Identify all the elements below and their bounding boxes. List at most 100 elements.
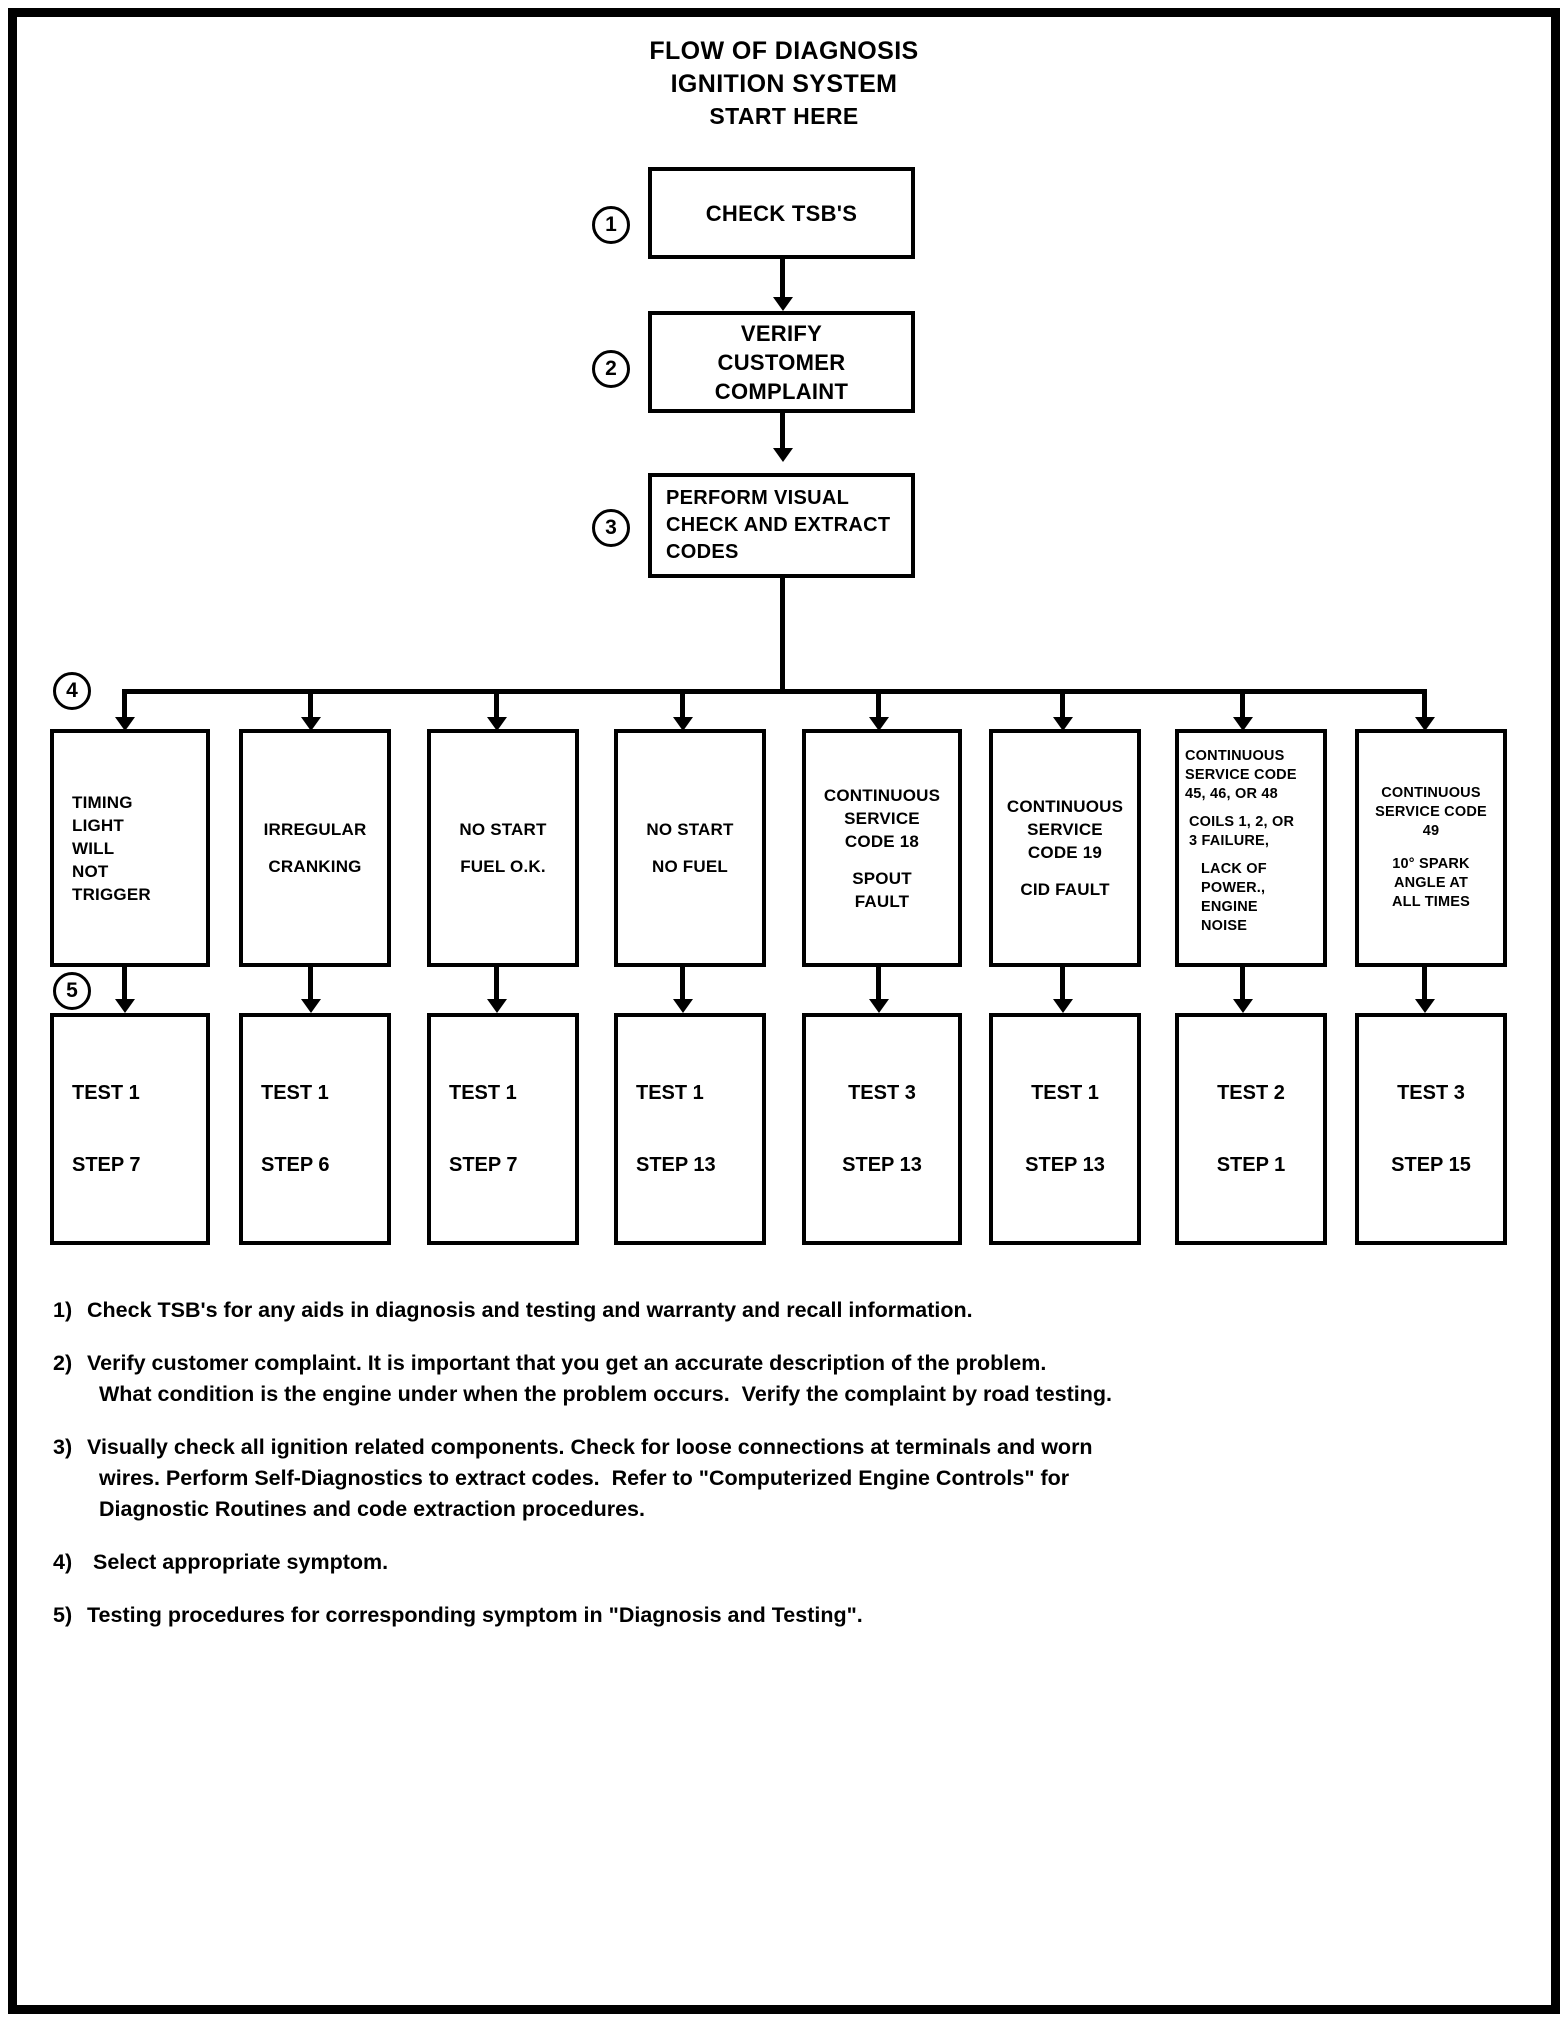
test-5-name: TEST 3 (848, 1082, 916, 1104)
test-stem-1 (122, 967, 127, 1005)
test-6-step: STEP 13 (1025, 1154, 1105, 1176)
symptom-7-line-8: ENGINE (1201, 899, 1258, 915)
symptom-1-line-2: LIGHT (72, 815, 124, 835)
symptom-box-4: NO START NO FUEL (614, 729, 766, 967)
symptom-6-line-4: CID FAULT (1020, 880, 1110, 899)
test-arrow-6 (1053, 999, 1073, 1013)
test-stem-5 (876, 967, 881, 1005)
footnote-2: 2) Verify customer complaint. It is impo… (53, 1348, 1473, 1410)
step-marker-1: 1 (592, 206, 630, 244)
test-stem-6 (1060, 967, 1065, 1005)
symptom-6-line-2: SERVICE (1027, 820, 1103, 839)
page-border: FLOW OF DIAGNOSIS IGNITION SYSTEM START … (8, 8, 1560, 2014)
branch-arrow-4 (673, 717, 693, 731)
flow-box-check-tsbs: CHECK TSB'S (648, 167, 915, 259)
arrow-2-3 (773, 448, 793, 462)
symptom-box-7: CONTINUOUS SERVICE CODE 45, 46, OR 48 CO… (1175, 729, 1327, 967)
branch-stem-3 (494, 689, 499, 723)
symptom-4-line-1: NO START (646, 820, 734, 839)
test-box-7: TEST 2 STEP 1 (1175, 1013, 1327, 1245)
branch-stem-4 (680, 689, 685, 723)
symptom-box-2: IRREGULAR CRANKING (239, 729, 391, 967)
test-8-name: TEST 3 (1397, 1082, 1465, 1104)
test-stem-2 (308, 967, 313, 1005)
test-7-step: STEP 1 (1216, 1154, 1286, 1176)
connector-1-2 (780, 259, 785, 306)
test-3-name: TEST 1 (449, 1082, 517, 1104)
flow-box-verify-complaint: VERIFY CUSTOMER COMPLAINT (648, 311, 915, 413)
branch-stem-5 (876, 689, 881, 723)
symptom-2-line-1: IRREGULAR (263, 820, 367, 839)
footnote-4-number: 4) (53, 1550, 73, 1574)
symptom-5-line-4: SPOUT (852, 868, 912, 888)
footnote-3: 3) Visually check all ignition related c… (53, 1432, 1473, 1525)
test-box-5: TEST 3 STEP 13 (802, 1013, 962, 1245)
symptom-1-line-1: TIMING (72, 792, 133, 812)
diagram-sheet: FLOW OF DIAGNOSIS IGNITION SYSTEM START … (17, 17, 1551, 2005)
test-arrow-5 (869, 999, 889, 1013)
branch-arrow-2 (301, 717, 321, 731)
footnote-4-line-1: Select appropriate symptom. (87, 1550, 389, 1574)
symptom-6-line-3: CODE 19 (1027, 843, 1103, 862)
flow-box-2-line-1: VERIFY (740, 320, 823, 346)
flow-box-1-text: CHECK TSB'S (705, 200, 858, 226)
symptom-7-line-1: CONTINUOUS (1185, 748, 1285, 764)
symptom-5-line-1: CONTINUOUS (823, 785, 941, 805)
test-box-2: TEST 1 STEP 6 (239, 1013, 391, 1245)
flow-box-2-line-2: CUSTOMER (717, 349, 846, 375)
symptom-8-line-6: ALL TIMES (1391, 894, 1471, 910)
branch-stem-6 (1060, 689, 1065, 723)
test-box-3: TEST 1 STEP 7 (427, 1013, 579, 1245)
symptom-5-line-3: CODE 18 (844, 831, 920, 851)
branch-stem-1 (122, 689, 127, 723)
footnote-3-line-1: Visually check all ignition related comp… (87, 1435, 1093, 1459)
test-8-step: STEP 15 (1391, 1154, 1471, 1176)
step-marker-3: 3 (592, 509, 630, 547)
branch-arrow-8 (1415, 717, 1435, 731)
test-2-step: STEP 6 (261, 1154, 330, 1176)
test-box-4: TEST 1 STEP 13 (614, 1013, 766, 1245)
test-2-name: TEST 1 (261, 1082, 329, 1104)
test-arrow-2 (301, 999, 321, 1013)
test-1-name: TEST 1 (72, 1082, 140, 1104)
chart-title: FLOW OF DIAGNOSIS IGNITION SYSTEM (17, 35, 1551, 101)
symptom-8-line-5: ANGLE AT (1393, 875, 1469, 891)
branch-arrow-6 (1053, 717, 1073, 731)
test-arrow-7 (1233, 999, 1253, 1013)
test-box-1: TEST 1 STEP 7 (50, 1013, 210, 1245)
test-stem-3 (494, 967, 499, 1005)
footnote-3-line-3: Diagnostic Routines and code extraction … (99, 1497, 645, 1521)
branch-arrow-3 (487, 717, 507, 731)
flow-box-2-line-3: COMPLAINT (714, 378, 849, 404)
step-marker-5: 5 (53, 972, 91, 1010)
arrow-1-2 (773, 297, 793, 311)
test-arrow-4 (673, 999, 693, 1013)
footnote-5: 5) Testing procedures for corresponding … (53, 1600, 1473, 1631)
test-arrow-1 (115, 999, 135, 1013)
symptom-8-line-2: SERVICE CODE (1375, 804, 1487, 820)
branch-bus (122, 689, 1425, 694)
symptom-1-line-4: NOT (72, 861, 109, 881)
branch-arrow-7 (1233, 717, 1253, 731)
test-7-name: TEST 2 (1217, 1082, 1285, 1104)
branch-arrow-5 (869, 717, 889, 731)
symptom-8-line-4: 10° SPARK (1392, 856, 1470, 872)
symptom-7-line-9: NOISE (1201, 918, 1248, 934)
symptom-7-line-2: SERVICE CODE (1185, 767, 1297, 783)
branch-stem-2 (308, 689, 313, 723)
symptom-box-1: TIMING LIGHT WILL NOT TRIGGER (50, 729, 210, 967)
flow-box-visual-check: PERFORM VISUAL CHECK AND EXTRACT CODES (648, 473, 915, 578)
test-box-6: TEST 1 STEP 13 (989, 1013, 1141, 1245)
test-3-step: STEP 7 (449, 1154, 518, 1176)
test-arrow-8 (1415, 999, 1435, 1013)
footnote-1-line-1: Check TSB's for any aids in diagnosis an… (87, 1298, 973, 1322)
symptom-5-line-5: FAULT (854, 891, 910, 911)
step-marker-2: 2 (592, 350, 630, 388)
test-arrow-3 (487, 999, 507, 1013)
test-4-name: TEST 1 (636, 1082, 704, 1104)
test-4-step: STEP 13 (636, 1154, 716, 1176)
flow-box-3-line-2: CHECK AND EXTRACT (666, 514, 891, 536)
flow-box-3-line-1: PERFORM VISUAL (666, 487, 850, 509)
connector-3-bus (780, 578, 785, 693)
symptom-5-line-2: SERVICE (844, 808, 920, 828)
